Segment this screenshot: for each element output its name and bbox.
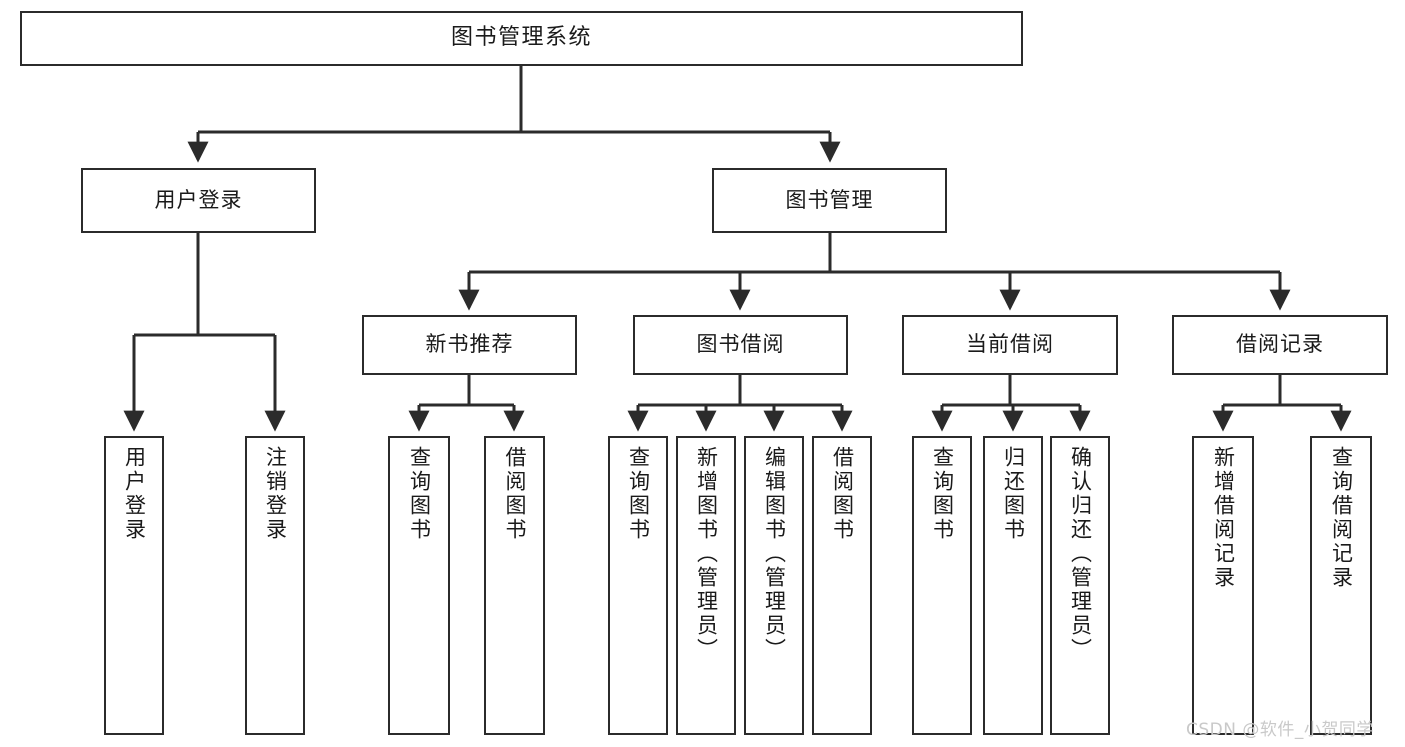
node-label: 图书管理 <box>785 187 874 212</box>
node-label: 图书管理系统 <box>450 25 592 51</box>
node-label: 确认归还（管理员） <box>1068 446 1093 662</box>
node-label: 查询借阅记录 <box>1329 446 1354 590</box>
node-leaf-current-confirm-return-admin[interactable]: 确认归还（管理员） <box>1050 436 1110 735</box>
node-leaf-new-query-book[interactable]: 查询图书 <box>388 436 450 735</box>
node-leaf-current-query-book[interactable]: 查询图书 <box>912 436 972 735</box>
node-label: 新书推荐 <box>425 332 514 357</box>
node-leaf-user-login[interactable]: 用户登录 <box>104 436 164 735</box>
node-leaf-record-add[interactable]: 新增借阅记录 <box>1192 436 1254 735</box>
node-leaf-borrow-edit-book-admin[interactable]: 编辑图书（管理员） <box>744 436 804 735</box>
node-label: 查询图书 <box>407 446 432 542</box>
node-borrow-record[interactable]: 借阅记录 <box>1172 315 1388 375</box>
node-label: 当前借阅 <box>966 332 1054 357</box>
node-label: 新增借阅记录 <box>1211 446 1236 590</box>
node-label: 编辑图书（管理员） <box>762 446 787 662</box>
node-root-system[interactable]: 图书管理系统 <box>20 11 1023 66</box>
node-leaf-borrow-add-book-admin[interactable]: 新增图书（管理员） <box>676 436 736 735</box>
node-label: 查询图书 <box>626 446 651 542</box>
watermark: CSDN @软件_小贺同学 <box>1186 720 1374 740</box>
node-current-borrow[interactable]: 当前借阅 <box>902 315 1118 375</box>
node-leaf-record-query[interactable]: 查询借阅记录 <box>1310 436 1372 735</box>
node-book-borrow[interactable]: 图书借阅 <box>633 315 848 375</box>
node-leaf-user-logout[interactable]: 注销登录 <box>245 436 305 735</box>
node-label: 借阅图书 <box>503 446 527 542</box>
node-leaf-new-borrow-book[interactable]: 借阅图书 <box>484 436 545 735</box>
node-label: 借阅记录 <box>1236 332 1324 357</box>
node-user-login-module[interactable]: 用户登录 <box>81 168 316 233</box>
node-label: 用户登录 <box>154 187 243 212</box>
node-label: 注销登录 <box>263 446 288 542</box>
node-leaf-current-return-book[interactable]: 归还图书 <box>983 436 1043 735</box>
node-label: 借阅图书 <box>830 446 855 542</box>
node-leaf-borrow-borrow-book[interactable]: 借阅图书 <box>812 436 872 735</box>
node-book-management-module[interactable]: 图书管理 <box>712 168 947 233</box>
node-label: 查询图书 <box>930 446 955 542</box>
node-label: 归还图书 <box>1001 446 1026 542</box>
node-label: 新增图书（管理员） <box>694 446 719 662</box>
node-new-book-recommend[interactable]: 新书推荐 <box>362 315 577 375</box>
node-label: 图书借阅 <box>696 332 785 357</box>
node-leaf-borrow-query-book[interactable]: 查询图书 <box>608 436 668 735</box>
node-label: 用户登录 <box>122 446 147 542</box>
